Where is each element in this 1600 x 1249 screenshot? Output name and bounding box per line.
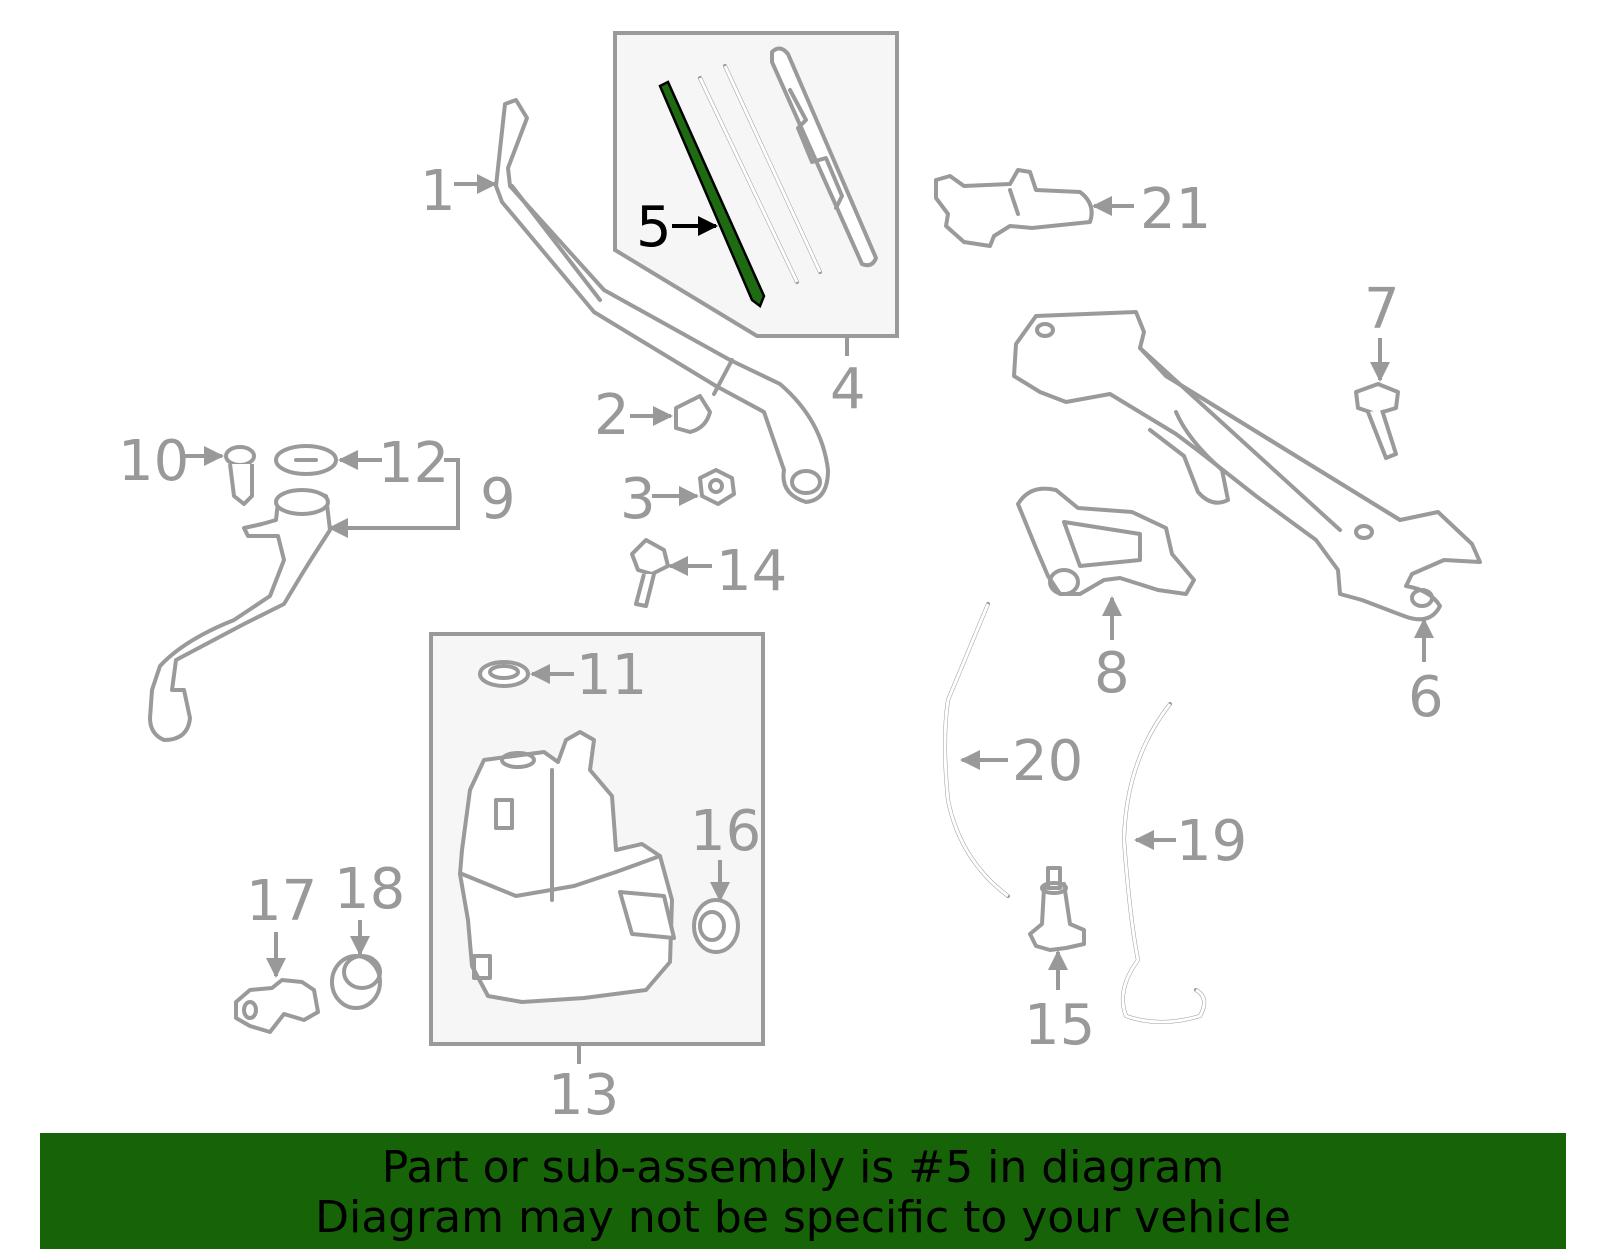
- hose-part-20: [943, 602, 1010, 898]
- bolt-part-14: [630, 538, 670, 608]
- bolt-part-7: [1354, 382, 1400, 460]
- label-part-8: 8: [1094, 641, 1130, 706]
- label-part-18: 18: [334, 857, 405, 922]
- label-part-2: 2: [594, 383, 630, 448]
- label-part-9: 9: [480, 467, 516, 532]
- blade-strips: [698, 64, 822, 284]
- label-part-7: 7: [1364, 277, 1400, 342]
- leader-arrows: [183, 174, 1434, 990]
- label-part-21: 21: [1140, 177, 1211, 242]
- cap-part-2: [674, 394, 712, 434]
- label-part-15: 15: [1024, 993, 1095, 1058]
- washer-pump-part-15: [1028, 866, 1086, 952]
- label-part-10: 10: [118, 429, 189, 494]
- label-part-12: 12: [378, 431, 449, 496]
- cap-part-18: [330, 954, 382, 1010]
- cap-part-12: [274, 444, 338, 476]
- connector-part-21: [934, 168, 1094, 248]
- wiper-linkage-part-6: [1012, 310, 1482, 622]
- label-part-20: 20: [1012, 729, 1083, 794]
- grommet-part-11: [478, 660, 530, 688]
- banner-line-part-info: Part or sub-assembly is #5 in diagram: [381, 1142, 1225, 1193]
- nut-part-3: [698, 468, 736, 506]
- connector-part-17: [234, 978, 320, 1034]
- part-labels: 1 2 3 4 5 6 7 8 9 10 11 12 13 14 15 16 1…: [118, 159, 1444, 1128]
- grommet-part-16: [692, 898, 740, 954]
- label-part-6: 6: [1408, 665, 1444, 730]
- label-part-3: 3: [620, 467, 656, 532]
- info-banner: Part or sub-assembly is #5 in diagram Di…: [40, 1133, 1566, 1249]
- clip-part-10: [224, 445, 256, 506]
- label-part-4: 4: [830, 357, 866, 422]
- wiper-motor-part-8: [1016, 486, 1196, 596]
- blade-kit-box: [613, 31, 899, 356]
- blade-refill-part-5[interactable]: [658, 80, 766, 308]
- label-part-14: 14: [716, 539, 787, 604]
- label-part-17: 17: [246, 869, 317, 934]
- hose-part-19: [1121, 702, 1207, 1024]
- label-part-11: 11: [576, 643, 647, 708]
- wiper-blade: [770, 46, 878, 268]
- label-part-1: 1: [420, 159, 456, 224]
- label-part-5: 5: [636, 195, 672, 260]
- washer-tank: [458, 730, 676, 1004]
- banner-line-disclaimer: Diagram may not be specific to your vehi…: [315, 1192, 1291, 1243]
- wiper-arm-part-1: [494, 98, 830, 504]
- label-part-16: 16: [690, 799, 761, 864]
- filler-neck-part-9: [148, 488, 332, 742]
- label-part-13: 13: [548, 1063, 619, 1128]
- label-part-19: 19: [1176, 809, 1247, 874]
